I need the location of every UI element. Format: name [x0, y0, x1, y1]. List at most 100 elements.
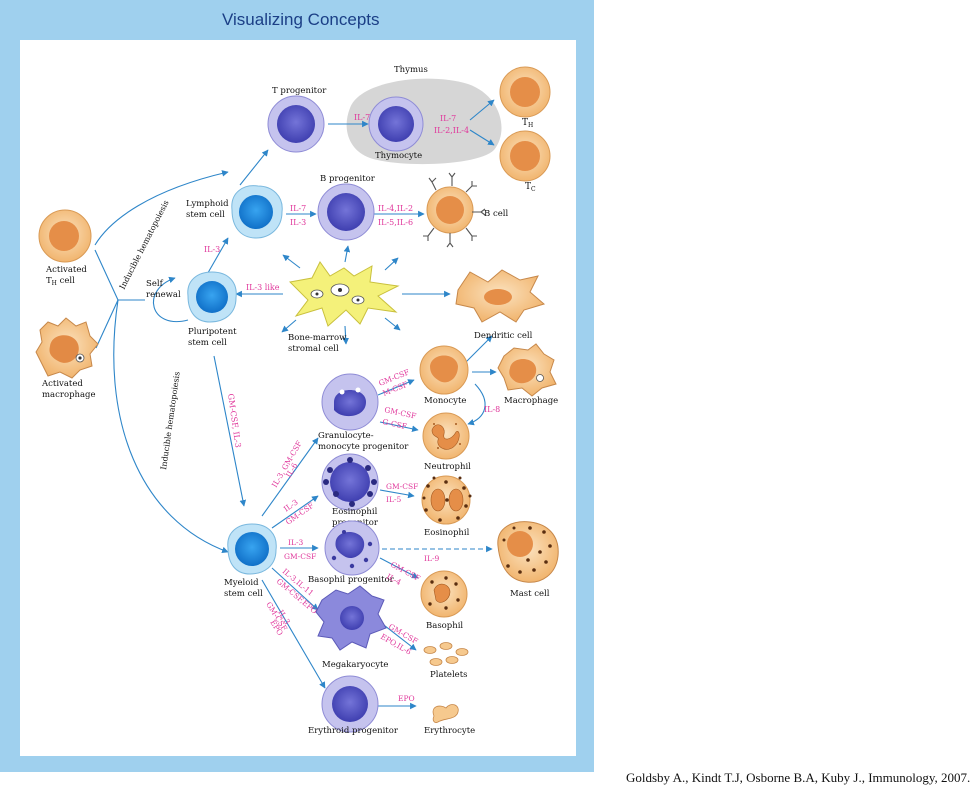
arrow-th-fan	[94, 249, 119, 301]
arrow-myel-eos	[271, 495, 319, 529]
th-cell	[499, 66, 551, 118]
lymphoid-stem-label: Lymphoid	[186, 199, 229, 209]
th-label: TH	[522, 118, 533, 129]
eosinophil-progenitor-cell	[321, 453, 379, 511]
arrow-gm-neutrophil	[379, 421, 419, 433]
dendritic-label: Dendritic cell	[474, 331, 533, 341]
activated-th-cell	[38, 209, 92, 263]
arrow-baso	[379, 557, 419, 579]
mast-cell	[497, 521, 559, 583]
arrow-stromal-4	[281, 319, 297, 333]
megakaryocyte-label: Megakaryocyte	[322, 660, 388, 670]
arrow-stromal-1	[282, 254, 301, 269]
arrow-stromal-5	[342, 325, 349, 345]
pluripotent-label: Pluripotent	[188, 327, 237, 337]
neutrophil-label: Neutrophil	[424, 462, 471, 472]
eosinophil-label: Eosinophil	[424, 528, 470, 538]
arrow-myel-mega	[271, 567, 319, 611]
gm-progenitor-label-2: monocyte progenitor	[318, 442, 409, 452]
t-progenitor-label: T progenitor	[272, 86, 327, 96]
inner-panel	[20, 40, 576, 756]
megakaryocyte-cell	[315, 585, 387, 651]
cytokine-thymus-2: IL-2,IL-4	[434, 126, 469, 135]
arrow-stromal-2	[343, 245, 351, 263]
cytokine-b-bcell-1: IL-4,IL-2	[378, 204, 413, 213]
platelets	[423, 642, 469, 666]
stromal-label: Bone-marrow	[288, 333, 347, 343]
monocyte-cell	[419, 345, 469, 395]
basophil-progenitor-cell	[324, 520, 380, 576]
dendritic-cell	[455, 269, 546, 323]
basophil-progenitor-label: Basophil progenitor	[308, 575, 395, 585]
erythroid-progenitor-cell	[321, 675, 379, 733]
bone-marrow-stromal-cell	[288, 261, 400, 327]
activated-macrophage-label: Activated	[41, 379, 83, 389]
myeloid-stem-label: Myeloid	[224, 578, 259, 588]
cytokine-myel-baso-2: GM-CSF	[284, 552, 316, 561]
monocyte-label: Monocyte	[424, 396, 466, 406]
macrophage-cell	[497, 343, 557, 397]
arrow-thymocyte-tc	[469, 129, 495, 146]
eos-progenitor-label: Eosinophil	[332, 507, 378, 517]
basophil-cell	[420, 570, 468, 618]
cytokine-lymph-b-1: IL-7	[290, 204, 306, 213]
mast-cell-label: Mast cell	[510, 589, 550, 599]
cytokine-eos-2: IL-5	[386, 495, 401, 504]
arrow-eos	[379, 489, 415, 499]
b-progenitor-label: B progenitor	[320, 174, 376, 184]
lymphoid-stem-label-2: stem cell	[186, 210, 225, 220]
eosinophil-cell	[421, 475, 472, 525]
erythrocyte-label: Erythrocyte	[424, 726, 475, 736]
arrow-pluri-lymphoid	[204, 237, 229, 279]
stromal-label-2: stromal cell	[288, 344, 339, 354]
gm-progenitor-label: Granulocyte-	[318, 431, 374, 441]
neutrophil-cell	[422, 412, 470, 460]
arrow-myel-gm	[261, 437, 319, 517]
pluripotent-label-2: stem cell	[188, 338, 227, 348]
self-renewal-label-2: renewal	[146, 290, 181, 300]
activated-th-label-2: TH cell	[46, 276, 75, 287]
diagram-panel: Visualizing Concepts Thymus	[0, 0, 594, 772]
erythroid-progenitor-label: Erythroid progenitor	[308, 726, 399, 736]
myeloid-stem-label-2: stem cell	[224, 589, 263, 599]
pluripotent-stem-cell	[187, 271, 237, 323]
myeloid-stem-cell	[227, 523, 277, 575]
cytokine-t-prog: IL-7	[354, 113, 370, 122]
cytokine-thymus-1: IL-7	[440, 114, 456, 123]
activated-macrophage-label-2: macrophage	[42, 390, 96, 400]
arrow-myel-ery	[261, 579, 326, 689]
tc-label: TC	[525, 182, 536, 193]
cytokine-lymph-b-2: IL-3	[290, 218, 306, 227]
activated-macrophage	[35, 317, 99, 379]
b-progenitor-cell	[317, 183, 375, 241]
arrow-gm-monocyte	[377, 379, 415, 396]
arrow-stromal-6	[384, 317, 401, 331]
thymus-label: Thymus	[394, 65, 428, 75]
cytokine-il8: IL-8	[484, 405, 500, 414]
arrow-il8	[467, 383, 486, 426]
arrow-monocyte-dendritic	[465, 335, 493, 363]
arrow-pluri-myeloid	[213, 355, 247, 507]
arrow-inducible-top	[94, 170, 229, 246]
cytokine-pluri-lymph: IL-3	[204, 245, 220, 254]
cytokine-eos-1: GM-CSF	[386, 482, 418, 491]
thymocyte-label: Thymocyte	[375, 151, 422, 161]
gm-progenitor-cell	[321, 373, 379, 431]
lymphoid-stem-cell	[231, 185, 283, 239]
platelets-label: Platelets	[430, 670, 467, 680]
arrow-stromal-3	[384, 257, 399, 271]
cytokine-il3-like: IL-3 like	[246, 283, 280, 292]
cytokine-myel-baso-1: IL-3	[288, 538, 303, 547]
arrow-fan-down	[113, 299, 229, 554]
activated-th-label: Activated	[45, 265, 87, 275]
page-title: Visualizing Concepts	[222, 10, 380, 29]
b-cell-label: B cell	[484, 209, 508, 219]
arrow-lymph-tprog	[239, 149, 269, 186]
arrow-mac-fan	[95, 299, 119, 349]
self-renewal-label: Self	[146, 279, 164, 289]
arrow-self-renewal	[153, 276, 189, 323]
macrophage-label: Macrophage	[504, 396, 558, 406]
cytokine-epo: EPO	[398, 694, 415, 703]
erythrocyte-cell	[432, 704, 459, 723]
citation: Goldsby A., Kindt T.J, Osborne B.A, Kuby…	[626, 770, 970, 785]
